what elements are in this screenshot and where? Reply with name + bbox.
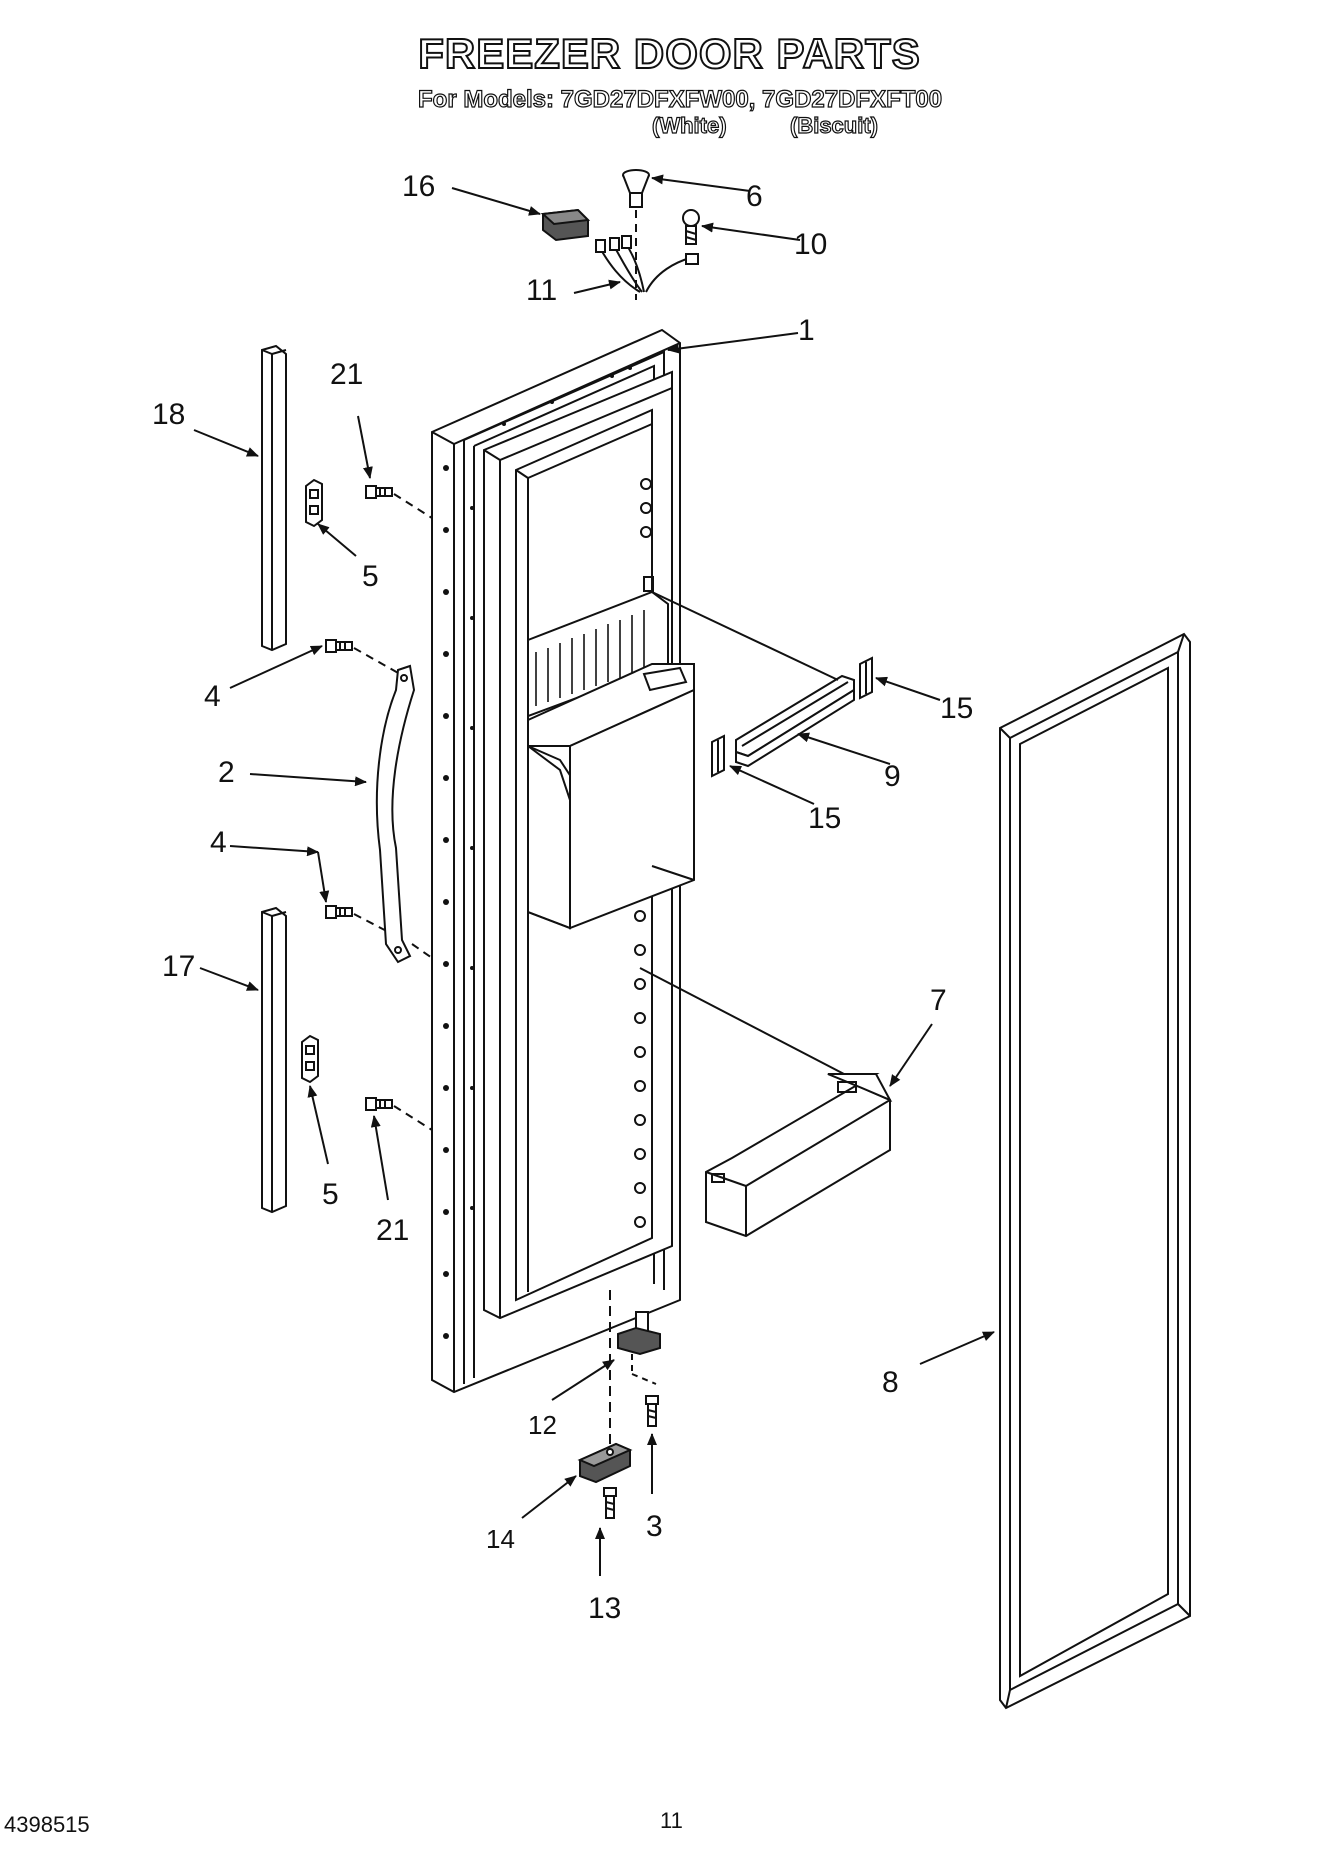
callout-9: 9 xyxy=(884,760,901,793)
shelf-rail-part-9 xyxy=(735,674,855,768)
callout-8: 8 xyxy=(882,1366,899,1399)
color-white-label: (White) xyxy=(651,112,727,138)
callout-5-upper: 5 xyxy=(362,560,379,593)
plug-part-6 xyxy=(622,169,650,208)
screw-part-4-lower xyxy=(325,905,353,919)
callout-2: 2 xyxy=(218,756,235,789)
connector-part-16 xyxy=(540,208,591,242)
callout-3: 3 xyxy=(646,1510,663,1543)
color-biscuit-label: (Biscuit) xyxy=(789,112,878,138)
page-title: FREEZER DOOR PARTS xyxy=(417,29,921,78)
callout-6: 6 xyxy=(746,180,763,213)
door-panel-part xyxy=(431,328,695,1394)
hinge-part-14 xyxy=(577,1442,633,1484)
trim-part-17 xyxy=(261,906,287,1214)
callout-13: 13 xyxy=(588,1592,621,1625)
callout-16: 16 xyxy=(402,170,435,203)
clip-part-5-upper xyxy=(305,478,323,528)
wire-harness-part-11 xyxy=(595,235,699,293)
gasket-part-8 xyxy=(999,632,1191,1710)
callout-4-lower: 4 xyxy=(210,826,227,859)
models-line: For Models: 7GD27DFXFW00, 7GD27DFXFT00 xyxy=(417,85,943,113)
screw-part-10 xyxy=(682,209,700,245)
end-cap-part-15-right xyxy=(859,656,873,700)
screw-part-21-lower xyxy=(365,1097,393,1111)
callout-15-upper: 15 xyxy=(940,692,973,725)
callout-7: 7 xyxy=(930,984,947,1017)
screw-part-13 xyxy=(603,1487,617,1519)
leader-arrows xyxy=(193,174,995,1576)
callout-18: 18 xyxy=(152,398,185,431)
callout-4-upper: 4 xyxy=(204,680,221,713)
callout-11: 11 xyxy=(526,274,557,307)
callout-12: 12 xyxy=(528,1410,557,1440)
document-number: 4398515 xyxy=(4,1812,90,1837)
callout-labels: 16 6 10 11 1 21 18 5 4 15 2 9 15 4 7 17 … xyxy=(152,170,973,1625)
screw-part-3 xyxy=(645,1395,659,1427)
clip-part-5-lower xyxy=(301,1034,319,1084)
screw-part-21-upper xyxy=(365,485,393,499)
callout-17: 17 xyxy=(162,950,195,983)
end-cap-part-15-left xyxy=(711,734,725,778)
callout-5-lower: 5 xyxy=(322,1178,339,1211)
callout-21-lower: 21 xyxy=(376,1214,409,1247)
callout-10: 10 xyxy=(794,228,827,261)
callout-21-upper: 21 xyxy=(330,358,363,391)
door-bin-part-7 xyxy=(705,1073,893,1238)
handle-part-2 xyxy=(375,664,433,964)
page-number: 11 xyxy=(660,1808,683,1833)
callout-1: 1 xyxy=(798,314,815,347)
screw-part-4-upper xyxy=(325,639,353,653)
hinge-part-12 xyxy=(617,1311,661,1385)
trim-part-18 xyxy=(261,344,287,652)
callout-15-lower: 15 xyxy=(808,802,841,835)
callout-14: 14 xyxy=(486,1524,515,1554)
